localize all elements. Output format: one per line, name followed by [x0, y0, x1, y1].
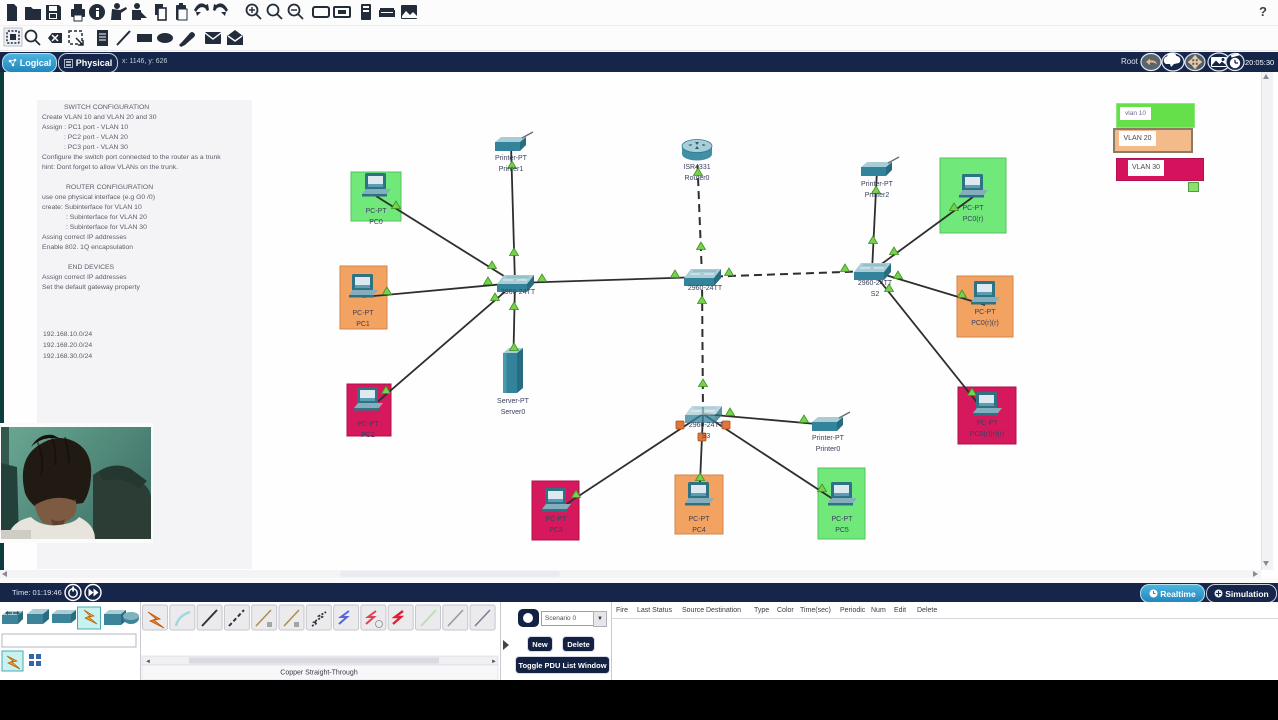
svg-text:Copper Straight-Through: Copper Straight-Through: [280, 670, 358, 677]
svg-text:◄: ◄: [145, 659, 151, 665]
svg-text:►: ►: [491, 659, 497, 665]
svg-text:20:05:30: 20:05:30: [1245, 58, 1274, 67]
